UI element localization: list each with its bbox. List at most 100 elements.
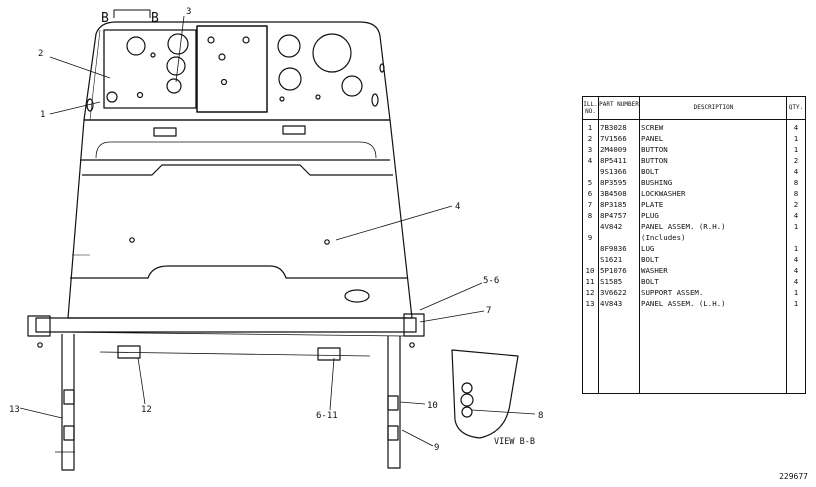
quantity-cell: 8 (793, 178, 799, 187)
ill-no-cell: 4 (587, 156, 593, 165)
quantity-cell: 1 (793, 134, 799, 143)
quantity-cell: 1 (793, 288, 799, 297)
part-number-cell: 7B3028 (600, 123, 627, 132)
part-number-cell: 8P5411 (600, 156, 627, 165)
callout-5-6: 5-6 (483, 276, 499, 286)
quantity-cell: 4 (793, 167, 799, 176)
callout-2: 2 (38, 49, 43, 59)
description-cell: LUG (641, 244, 655, 253)
ill-no-cell: 9 (587, 233, 593, 242)
quantity-cell: 1 (793, 244, 799, 253)
part-number-cell: S1621 (600, 255, 623, 264)
view-bb-detail (451, 349, 519, 439)
description-cell: PANEL ASSEM. (L.H.) (641, 299, 726, 308)
header-description: DESCRIPTION (693, 104, 734, 111)
ill-no-cell: 10 (585, 266, 595, 275)
part-number-cell: S1585 (600, 277, 623, 286)
table-row: 3 2M4009 BUTTON 1 (583, 144, 805, 155)
description-cell: BUTTON (641, 145, 668, 154)
instrument-panel-center (196, 25, 268, 113)
part-number-cell: 3V6622 (600, 288, 627, 297)
callout-7: 7 (486, 306, 491, 316)
description-cell: PANEL (641, 134, 664, 143)
ill-no-cell: 3 (587, 145, 593, 154)
dashboard-housing (83, 21, 391, 121)
description-cell: BOLT (641, 277, 659, 286)
callout-12: 12 (141, 405, 152, 415)
table-row: 7 8P3185 PLATE 2 (583, 199, 805, 210)
quantity-cell: 4 (793, 277, 799, 286)
description-cell: PANEL ASSEM. (R.H.) (641, 222, 726, 231)
callout-13: 13 (9, 405, 20, 415)
callout-3: 3 (186, 7, 191, 17)
ill-no-cell: 6 (587, 189, 593, 198)
callout-6-11: 6-11 (316, 411, 338, 421)
description-cell: WASHER (641, 266, 668, 275)
callout-4: 4 (455, 202, 460, 212)
table-row: 4 8P5411 BUTTON 2 (583, 155, 805, 166)
description-cell: BOLT (641, 167, 659, 176)
header-part-number: PART NUMBER (599, 101, 639, 108)
instrument-panel-left (103, 29, 197, 109)
ill-no-cell: 7 (587, 200, 593, 209)
part-number-cell: 5P1076 (600, 266, 627, 275)
part-number-cell: 8P3185 (600, 200, 627, 209)
part-number-cell: 7V1566 (600, 134, 627, 143)
header-qty: QTY. (788, 104, 804, 111)
part-number-cell: 2M4009 (600, 145, 627, 154)
ill-no-cell: 1 (587, 123, 593, 132)
part-number-cell: 4V842 (600, 222, 623, 231)
table-row: 9 (Includes) (583, 232, 805, 243)
header-ill-no: ILL. NO. (583, 101, 598, 115)
ill-no-cell: 2 (587, 134, 593, 143)
plug-hole (344, 289, 370, 303)
table-row: 8F9836 LUG 1 (583, 243, 805, 254)
part-number-cell: 8P3595 (600, 178, 627, 187)
table-row: 1 7B3028 SCREW 4 (583, 122, 805, 133)
table-row: 9S1366 BOLT 4 (583, 166, 805, 177)
part-number-cell: 4V843 (600, 299, 623, 308)
table-row: 6 3B4508 LOCKWASHER 8 (583, 188, 805, 199)
description-cell: PLATE (641, 200, 664, 209)
ill-no-cell: 12 (585, 288, 595, 297)
description-cell: (Includes) (641, 233, 686, 242)
table-row: 5 8P3595 BUSHING 8 (583, 177, 805, 188)
gauge-group (106, 33, 363, 103)
table-row: 12 3V6622 SUPPORT ASSEM. 1 (583, 287, 805, 298)
section-label-left: B (101, 11, 109, 26)
table-row: 11 S1585 BOLT 4 (583, 276, 805, 287)
quantity-cell: 2 (793, 156, 799, 165)
callout-10: 10 (427, 401, 438, 411)
description-cell: LOCKWASHER (641, 189, 686, 198)
ill-no-cell: 8 (587, 211, 593, 220)
description-cell: PLUG (641, 211, 659, 220)
description-cell: BUTTON (641, 156, 668, 165)
table-row: 13 4V843 PANEL ASSEM. (L.H.) 1 (583, 298, 805, 309)
quantity-cell: 1 (793, 299, 799, 308)
lower-panel-body (67, 119, 413, 319)
drawing-number: 229677 (779, 472, 808, 481)
quantity-cell: 1 (793, 145, 799, 154)
quantity-cell: 4 (793, 255, 799, 264)
part-number-cell: 3B4508 (600, 189, 627, 198)
description-cell: BUSHING (641, 178, 673, 187)
description-cell: SUPPORT ASSEM. (641, 288, 704, 297)
ill-no-cell: 5 (587, 178, 593, 187)
ill-no-cell: 13 (585, 299, 595, 308)
part-number-cell: 8F9836 (600, 244, 627, 253)
section-label-right: B (151, 11, 159, 26)
callout-9: 9 (434, 443, 439, 453)
part-number-cell: 8P4757 (600, 211, 627, 220)
callout-1: 1 (40, 110, 45, 120)
description-cell: BOLT (641, 255, 659, 264)
quantity-cell: 2 (793, 200, 799, 209)
quantity-cell: 8 (793, 189, 799, 198)
part-number-cell: 9S1366 (600, 167, 627, 176)
quantity-cell: 4 (793, 123, 799, 132)
ill-no-cell: 11 (585, 277, 595, 286)
description-cell: SCREW (641, 123, 664, 132)
